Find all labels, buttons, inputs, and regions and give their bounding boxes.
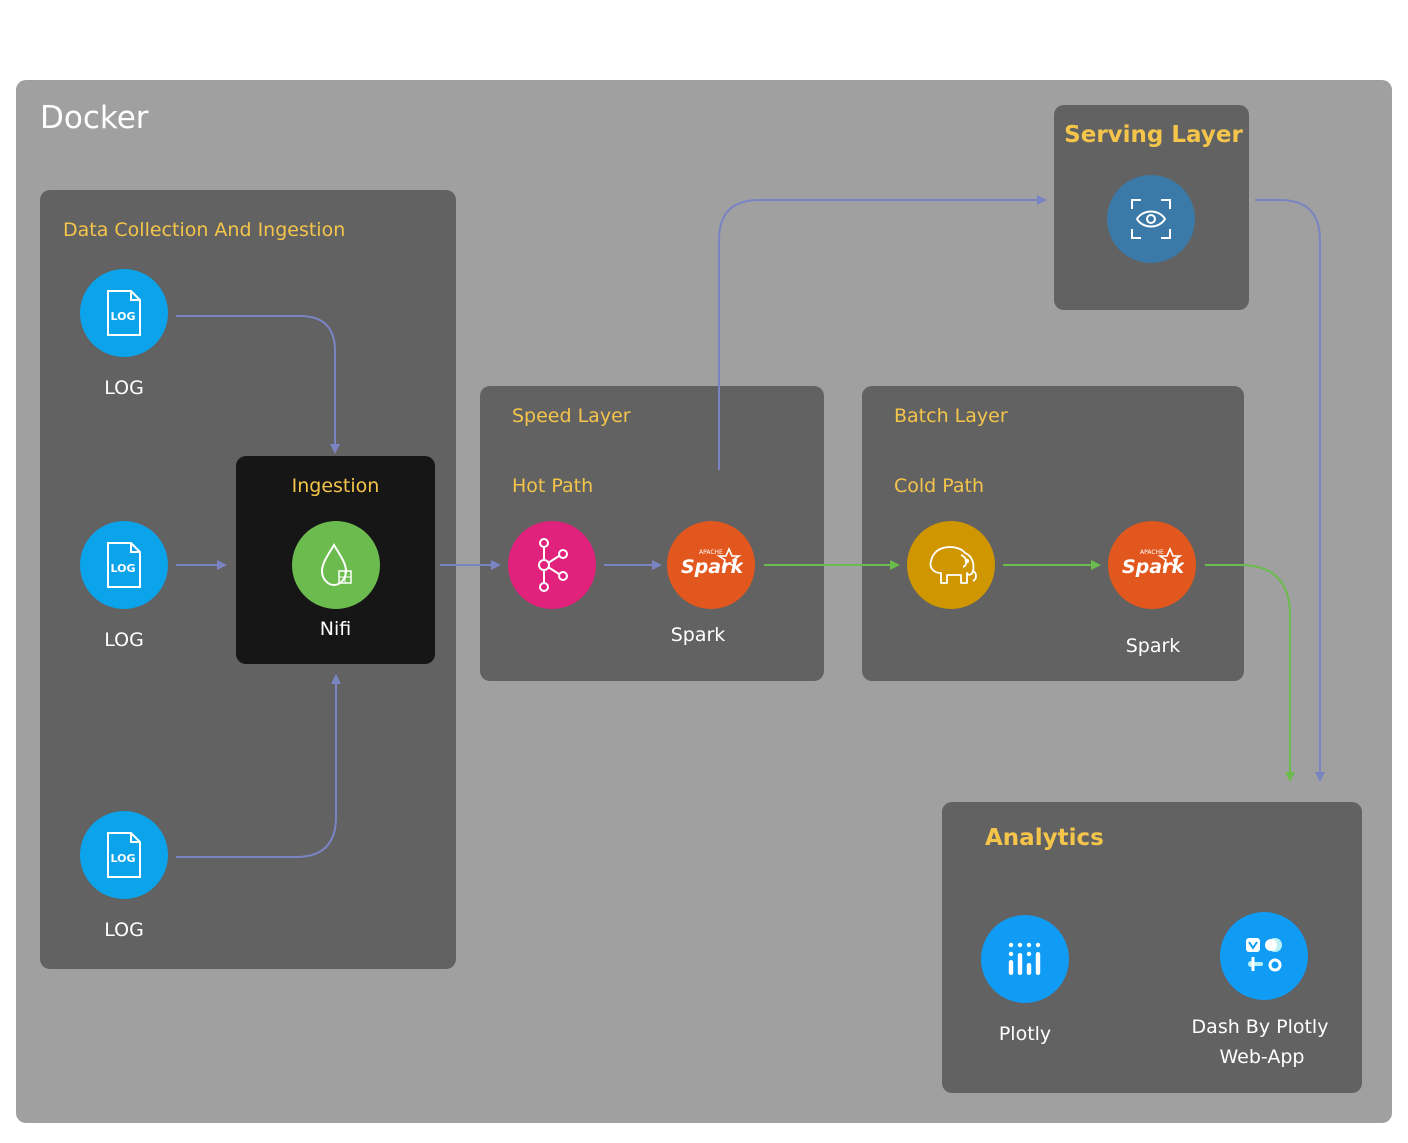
spark-batch-node[interactable]: APACHE Spark [1108, 521, 1196, 609]
kafka-node[interactable] [508, 521, 596, 609]
log-file-icon: LOG [107, 290, 141, 336]
log-badge: LOG [111, 562, 136, 575]
arrow-log1-to-nifi [176, 315, 340, 454]
nifi-node[interactable] [292, 521, 380, 609]
kafka-icon [538, 538, 568, 592]
docker-title: Docker [40, 100, 149, 136]
arrow-serving-to-analytics [1255, 199, 1325, 782]
log-file-icon: LOG [107, 832, 141, 878]
batch-layer-title: Batch Layer [894, 405, 1008, 427]
ingestion-title: Ingestion [291, 475, 380, 497]
dash-app-icon [1246, 938, 1282, 972]
log-badge: LOG [111, 852, 136, 865]
nifi-label: Nifi [319, 618, 352, 640]
spark-apache-text: APACHE [1140, 549, 1164, 556]
eye-scan-icon [1131, 199, 1171, 239]
serving-node[interactable] [1107, 175, 1195, 263]
spark-logo-icon: APACHE Spark [681, 546, 743, 578]
plotly-bars-icon [1008, 942, 1041, 975]
arrow-spark-to-analytics [1205, 564, 1295, 782]
dash-label-line2: Web-App [1219, 1046, 1305, 1068]
nifi-drop-icon [320, 543, 352, 587]
dash-node[interactable] [1220, 912, 1308, 1000]
plotly-node[interactable] [981, 915, 1069, 1003]
dash-label-line1: Dash By Plotly [1191, 1016, 1329, 1038]
cold-path-label: Cold Path [894, 475, 985, 497]
log-badge: LOG [111, 310, 136, 323]
spark-text: Spark [1122, 556, 1184, 578]
log-source-label-1: LOG [104, 377, 144, 399]
log-source-label-2: LOG [104, 629, 144, 651]
log-file-icon: LOG [107, 542, 141, 588]
hadoop-elephant-icon [929, 546, 977, 584]
spark-batch-label: Spark [1125, 635, 1181, 657]
spark-apache-text: APACHE [699, 549, 723, 556]
log-source-1[interactable]: LOG [80, 269, 168, 357]
arrow-spark-to-serving [718, 195, 1047, 470]
log-source-3[interactable]: LOG [80, 811, 168, 899]
spark-text: Spark [681, 556, 743, 578]
log-source-2[interactable]: LOG [80, 521, 168, 609]
spark-logo-icon: APACHE Spark [1122, 546, 1184, 578]
plotly-label: Plotly [998, 1023, 1052, 1045]
hadoop-node[interactable] [907, 521, 995, 609]
spark-speed-label: Spark [670, 624, 726, 646]
hot-path-label: Hot Path [512, 475, 594, 497]
serving-layer-title: Serving Layer [1064, 122, 1243, 148]
log-source-label-3: LOG [104, 919, 144, 941]
speed-layer-title: Speed Layer [512, 405, 631, 427]
data-collection-title: Data Collection And Ingestion [63, 219, 346, 241]
arrow-log3-to-nifi [176, 674, 341, 858]
spark-speed-node[interactable]: APACHE Spark [667, 521, 755, 609]
analytics-title: Analytics [985, 825, 1104, 851]
